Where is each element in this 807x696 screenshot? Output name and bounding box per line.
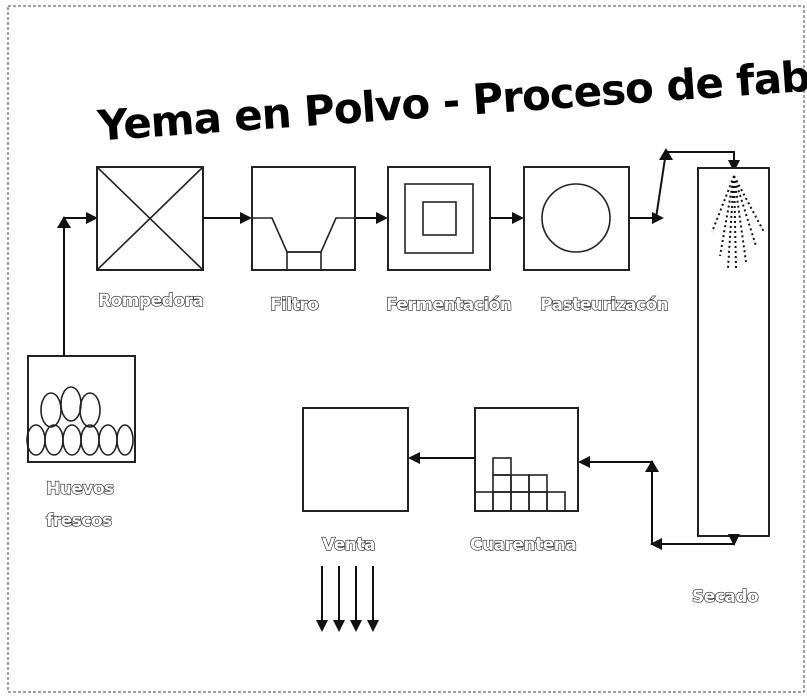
boxes-stack-icon — [474, 457, 566, 512]
arrowhead-right — [652, 212, 664, 224]
label-huevos-line2: frescos — [46, 511, 112, 531]
secado-tower — [697, 167, 770, 537]
fresh-eggs-box — [26, 355, 136, 463]
arrowhead-right — [512, 212, 524, 224]
label-secado: Secado — [692, 587, 758, 607]
label-venta: Venta — [322, 535, 375, 555]
arrowhead-left — [578, 456, 590, 468]
arrowhead-left — [408, 452, 420, 464]
label-rompedora: Rompedora — [98, 291, 203, 311]
page-border — [7, 5, 805, 693]
label-cuarentena: Cuarentena — [470, 535, 576, 555]
arrowhead-up — [57, 216, 71, 228]
pasteurizacion-box — [523, 166, 630, 271]
fermentacion-box — [387, 166, 491, 271]
arrowhead-down — [728, 534, 740, 546]
spray-icon — [711, 175, 765, 269]
arrowhead-right — [376, 212, 388, 224]
eggs-icon — [26, 386, 134, 456]
arrowhead-right — [240, 212, 252, 224]
connector-eggs-rompedora — [63, 217, 88, 356]
arrowhead-up — [645, 460, 659, 472]
diagram-title: Yema en Polvo - Proceso de fabricación — [95, 39, 807, 150]
arrowhead-left — [650, 538, 662, 550]
rompedora-box — [96, 166, 204, 271]
arrowhead-down — [728, 160, 740, 172]
label-filtro: Filtro — [270, 295, 318, 315]
filtro-box — [251, 166, 356, 271]
cuarentena-box — [474, 407, 579, 512]
label-pasteurizacion: Pasteurizacón — [540, 295, 668, 315]
label-huevos-line1: Huevos — [46, 479, 114, 499]
arrowhead-up — [659, 148, 673, 160]
distribution-arrows — [316, 566, 379, 632]
arrowhead-right — [86, 212, 98, 224]
venta-box — [302, 407, 409, 512]
label-fermentacion: Fermentación — [386, 295, 511, 315]
